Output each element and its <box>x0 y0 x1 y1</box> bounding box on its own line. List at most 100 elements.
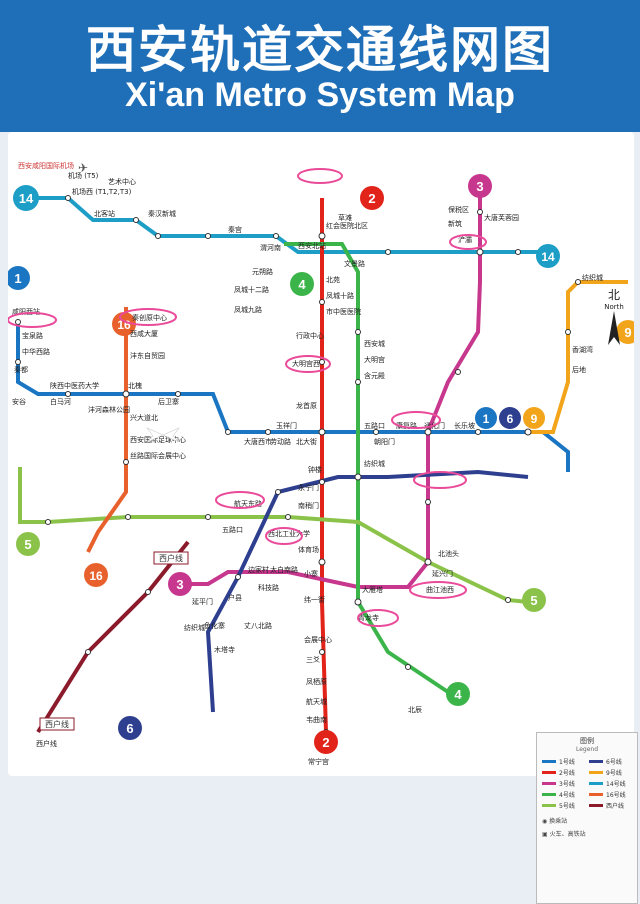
station-label: 机场 (T5) <box>68 171 99 180</box>
line-badge-3-bottom: 3 <box>168 572 192 596</box>
station-label: 含元殿 <box>364 371 385 380</box>
station-label: 中华西路 <box>22 347 50 356</box>
station-label: 户县 <box>228 593 242 602</box>
station-label: 常宁宫 <box>308 757 329 766</box>
station-label: 西户线 <box>36 739 57 748</box>
station-label: 南稍门 <box>298 501 319 510</box>
station-label: 后卫寨 <box>158 397 179 406</box>
xihu-line-route <box>36 540 190 734</box>
station-label: 会展中心 <box>304 635 332 644</box>
line-badge-4-bottom: 4 <box>446 682 470 706</box>
station-label: 大唐西市 <box>244 437 272 446</box>
line-1-route <box>16 322 570 472</box>
station-label: 鱼化寨 <box>204 621 225 630</box>
station-label: 沣河森林公园 <box>88 405 130 414</box>
svg-text:2: 2 <box>322 735 329 750</box>
station-label: 元朔路 <box>252 267 273 276</box>
line-badge-2-bottom: 2 <box>314 730 338 754</box>
line-badge-16-bottom: 16 <box>84 563 108 587</box>
station-label: 保税区 <box>448 205 469 214</box>
metro-map-board: 西安咸阳国际机场 ✈ 14 1 16 4 2 3 14 <box>8 132 638 904</box>
station-label: 小寨 <box>304 569 318 578</box>
station-label: 香湖湾 <box>572 345 593 354</box>
station-label: 西咸大厦 <box>130 329 158 338</box>
svg-text:3: 3 <box>176 577 183 592</box>
station-label: 艺术中心 <box>108 177 136 186</box>
station-label: 丈八北路 <box>244 621 272 630</box>
station-label: 兴大道北 <box>130 413 158 422</box>
station-label: 沣东自贸园 <box>130 351 165 360</box>
station-label: 玉祥门 <box>276 421 297 430</box>
svg-text:西户线: 西户线 <box>45 719 69 729</box>
station-label: 大雁塔 <box>362 585 383 594</box>
legend-note-railway: ▣ 火车、高铁站 <box>542 831 586 838</box>
station-label: 陕西中医药大学 <box>50 381 99 390</box>
legend-subtitle: Legend <box>575 746 599 753</box>
station-label: 丝路国际会展中心 <box>130 451 186 460</box>
wings-logo-icon <box>146 427 180 443</box>
line-6-route <box>205 469 529 713</box>
line-5-route <box>18 467 529 604</box>
station-label: 白马河 <box>50 397 71 406</box>
station-label: 市中医医院 <box>326 307 361 316</box>
station-label: 文景路 <box>344 259 365 268</box>
line-badge-1-center: 1 <box>475 407 497 429</box>
station-label: 木塔寺 <box>214 645 235 654</box>
line-badge-14-right: 14 <box>536 244 560 268</box>
svg-text:14: 14 <box>541 250 555 264</box>
compass-north-cn: 北 <box>607 288 620 302</box>
station-label: 行政中心 <box>296 331 324 340</box>
station-label: 纺织城 <box>184 623 205 632</box>
xihu-line-label-top: 西户线 <box>153 551 189 565</box>
legend-item: 9号线 <box>589 768 632 777</box>
legend-item: 5号线 <box>542 801 585 810</box>
station-label: 五路口 <box>364 421 385 430</box>
station-label: 纺织城 <box>364 459 385 468</box>
station-label: 西安国际足球中心 <box>130 435 186 444</box>
station-label: 青龙寺 <box>358 613 379 622</box>
station-label: 永宁门 <box>298 483 319 492</box>
svg-text:9: 9 <box>531 412 538 426</box>
station-label: 机场西 (T1,T2,T3) <box>72 187 132 196</box>
legend-item: 1号线 <box>542 757 585 766</box>
line-2-route <box>320 198 328 733</box>
compass-north-en: North <box>604 303 624 311</box>
svg-text:14: 14 <box>19 191 34 206</box>
legend-item: 16号线 <box>589 790 632 799</box>
map-header: 西安轨道交通线网图 Xi'an Metro System Map <box>0 0 640 132</box>
station-label: 长乐坡 <box>454 421 475 430</box>
station-label: 秦创原中心 <box>132 313 167 322</box>
station-label: 渭河南 <box>260 243 281 252</box>
legend-item: 2号线 <box>542 768 585 777</box>
line-4-route <box>284 242 450 694</box>
map-title-english: Xi'an Metro System Map <box>125 76 515 114</box>
line-badge-9-center: 9 <box>523 407 545 429</box>
legend-item: 3号线 <box>542 779 585 788</box>
station-label: 北池头 <box>438 549 459 558</box>
line-badge-5-right: 5 <box>522 588 546 612</box>
station-label: 纺织城 <box>582 273 603 282</box>
airport-label: 西安咸阳国际机场 <box>18 161 74 170</box>
station-label: 太白南路 <box>270 565 298 574</box>
xihu-line-label-bottom: 西户线 <box>39 717 75 731</box>
station-label: 科技路 <box>258 583 279 592</box>
station-label: 咸阳西站 <box>12 307 40 316</box>
station-label: 北槐 <box>128 381 142 390</box>
station-label: 西北工业大学 <box>268 529 310 538</box>
station-label: 安谷 <box>12 397 26 406</box>
station-label: 曲江池西 <box>426 585 454 594</box>
svg-text:西户线: 西户线 <box>159 553 183 563</box>
svg-text:6: 6 <box>126 721 133 736</box>
station-label: 大明宫 <box>364 355 385 364</box>
line-badge-6-center: 6 <box>499 407 521 429</box>
station-label: 浐灞 <box>458 235 472 244</box>
station-label: 新筑 <box>448 219 462 228</box>
line-badge-9-right: 9 <box>616 320 634 344</box>
metro-map-canvas: 西安咸阳国际机场 ✈ 14 1 16 4 2 3 14 <box>8 161 634 766</box>
legend-item: 4号线 <box>542 790 585 799</box>
station-label: 三爻 <box>306 656 320 664</box>
line-badge-5-left: 5 <box>16 532 40 556</box>
legend-grid: 1号线 6号线 2号线 9号线 3号线 14号线 4号线 16号线 5号线 西户… <box>537 753 637 814</box>
station-label: 边家村 <box>248 565 269 574</box>
station-label: 纬一街 <box>304 595 325 604</box>
